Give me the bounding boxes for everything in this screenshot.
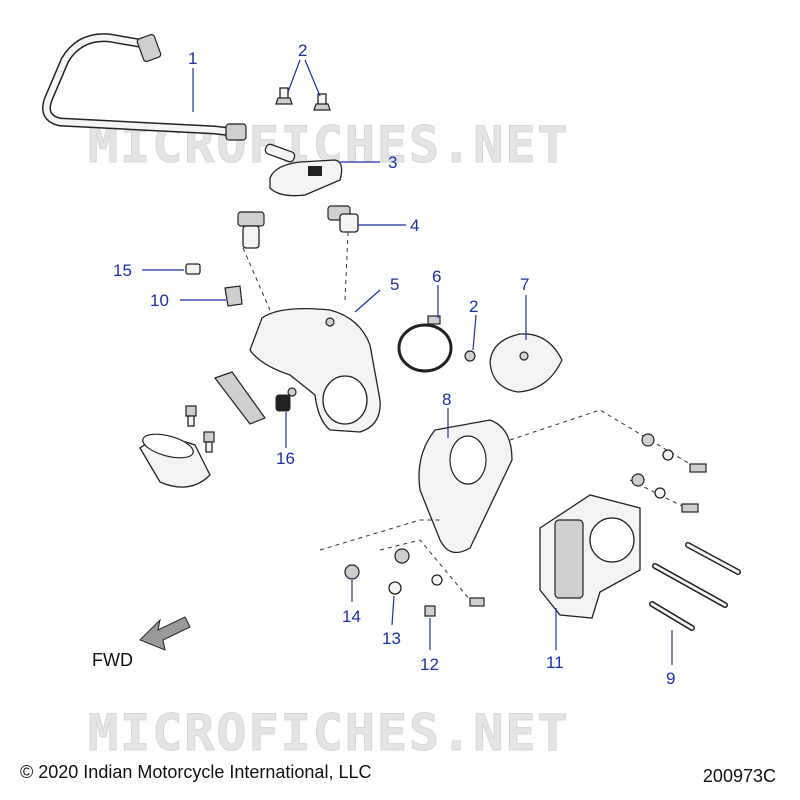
callout-3: 3 <box>388 153 397 172</box>
leader-2-top <box>287 59 321 97</box>
part-long-bolts-9 <box>649 542 741 631</box>
callout-14: 14 <box>342 607 361 626</box>
leader-2-mid <box>472 314 477 351</box>
callout-5: 5 <box>390 275 399 294</box>
part-clamp-6 <box>397 315 453 373</box>
callout-7: 7 <box>520 275 529 294</box>
callout-1: 1 <box>188 49 197 68</box>
callout-6: 6 <box>432 267 441 286</box>
part-nuts-right <box>631 433 707 513</box>
part-small-bolts <box>185 405 215 453</box>
callout-10: 10 <box>150 291 169 310</box>
part-nut-2 <box>464 350 476 362</box>
diagram-code: 200973C <box>702 766 776 786</box>
callout-15: 15 <box>113 261 132 280</box>
part-fuel-line <box>42 33 247 141</box>
watermark-bottom: MICROFICHES.NET <box>88 704 570 762</box>
part-gasket-ring <box>214 371 266 425</box>
callout-11: 11 <box>546 653 564 672</box>
part-plug-16 <box>275 394 291 412</box>
part-gasket-plate-8 <box>418 419 513 554</box>
callout-8: 8 <box>442 390 451 409</box>
leader-13 <box>391 595 395 626</box>
callout-9: 9 <box>666 669 675 688</box>
part-cover-7 <box>489 333 563 393</box>
part-washers-left <box>344 548 485 617</box>
part-boot <box>139 433 211 488</box>
callout-13: 13 <box>382 629 401 648</box>
part-bolts-top <box>275 87 331 111</box>
fwd-label: FWD <box>92 650 133 670</box>
leader-5 <box>354 289 381 313</box>
fwd-arrow-icon <box>139 616 191 651</box>
copyright-notice: © 2020 Indian Motorcycle International, … <box>20 762 372 782</box>
callout-12: 12 <box>420 655 439 674</box>
callout-2-mid: 2 <box>469 297 478 316</box>
part-clip-10 <box>224 285 243 307</box>
part-bolt-15 <box>185 263 201 275</box>
part-intake-manifold <box>249 308 381 433</box>
callout-16: 16 <box>276 449 295 468</box>
part-fuel-rail <box>264 143 343 197</box>
part-throttle-body-11 <box>539 494 641 619</box>
callout-2-top: 2 <box>298 41 307 60</box>
callout-4: 4 <box>410 216 419 235</box>
part-injectors <box>237 205 359 249</box>
